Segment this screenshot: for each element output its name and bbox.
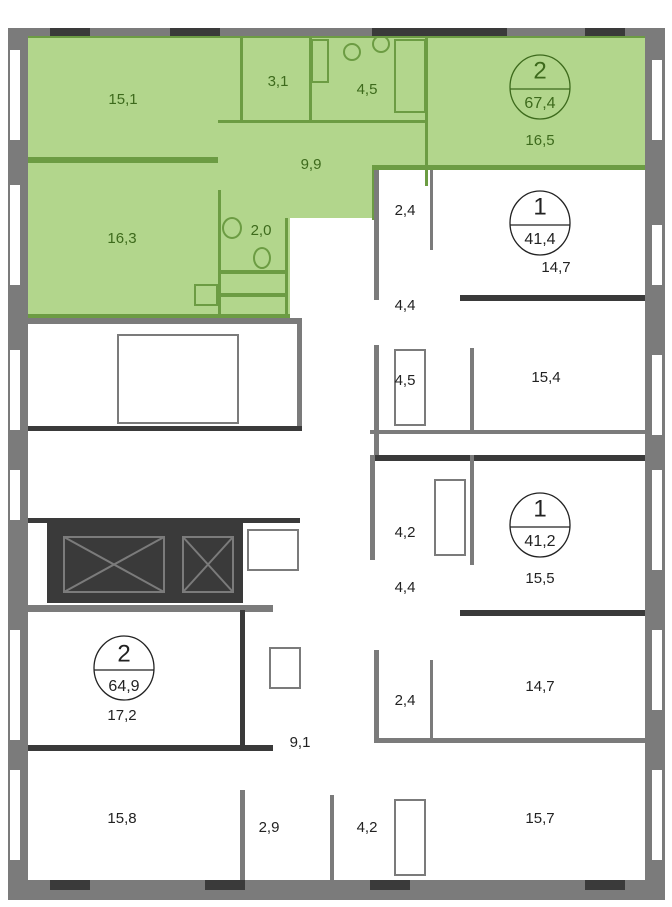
room-area: 14,7 [541,259,570,276]
room-area: 4,2 [357,819,378,836]
room-area: 14,7 [525,678,554,695]
room-area: 2,0 [251,222,272,239]
room-area: 2,4 [395,202,416,219]
room-area: 2,4 [395,692,416,709]
room-count: 1 [533,193,546,220]
room-area: 9,9 [301,156,322,173]
room-area: 15,5 [525,570,554,587]
room-count: 1 [533,495,546,522]
room-area: 4,4 [395,297,416,314]
room-area: 16,3 [107,230,136,247]
apartment-badge: 2 67,4 [509,54,571,120]
apartment-badge: 1 41,4 [509,190,571,256]
apartment-area: 64,9 [108,678,139,695]
apartment-badge: 2 64,9 [93,635,155,701]
room-area: 17,2 [107,707,136,724]
room-area: 4,5 [357,81,378,98]
room-area: 4,2 [395,524,416,541]
apartment-1-selected[interactable] [28,34,645,319]
room-area: 3,1 [268,73,289,90]
room-area: 4,4 [395,579,416,596]
room-area: 9,1 [290,734,311,751]
room-area: 15,8 [107,810,136,827]
room-area: 4,5 [395,372,416,389]
building-walls [8,28,665,900]
apartment-area: 41,4 [524,231,555,248]
room-count: 2 [117,640,130,667]
room-area: 15,1 [108,91,137,108]
apartment-badge: 1 41,2 [509,492,571,558]
apartment-area: 67,4 [524,95,555,112]
apartment-area: 41,2 [524,533,555,550]
room-area: 15,4 [531,369,560,386]
room-area: 2,9 [259,819,280,836]
room-count: 2 [533,57,546,84]
room-area: 15,7 [525,810,554,827]
interior-walls [28,170,645,880]
room-area: 16,5 [525,132,554,149]
